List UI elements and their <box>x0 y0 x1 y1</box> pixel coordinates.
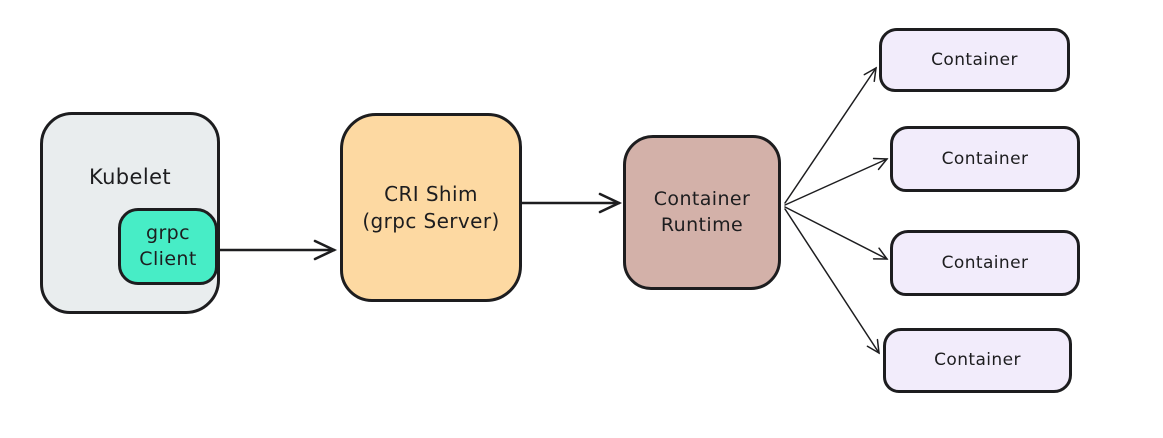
node-container-2: Container <box>890 126 1080 192</box>
edge-runtime-to-container-4 <box>784 208 880 355</box>
edge-runtime-to-container-2 <box>784 157 889 206</box>
node-container-1: Container <box>879 28 1070 92</box>
node-grpc-client: grpc Client <box>118 208 218 285</box>
cri-shim-label: CRI Shim (grpc Server) <box>362 181 500 233</box>
container-4-label: Container <box>934 350 1021 371</box>
container-runtime-label: Container Runtime <box>653 187 751 236</box>
node-container-4: Container <box>883 328 1072 393</box>
node-cri-shim: CRI Shim (grpc Server) <box>340 113 522 302</box>
node-kubelet: Kubelet grpc Client <box>40 112 220 314</box>
grpc-client-label: grpc Client <box>139 221 197 270</box>
edge-runtime-to-container-3 <box>784 206 889 260</box>
kubelet-label: Kubelet <box>88 165 172 189</box>
container-2-label: Container <box>941 148 1029 169</box>
container-1-label: Container <box>931 49 1018 70</box>
node-container-3: Container <box>890 230 1080 296</box>
edge-runtime-to-container-1 <box>784 66 877 204</box>
container-3-label: Container <box>941 252 1029 273</box>
node-container-runtime: Container Runtime <box>623 135 781 290</box>
